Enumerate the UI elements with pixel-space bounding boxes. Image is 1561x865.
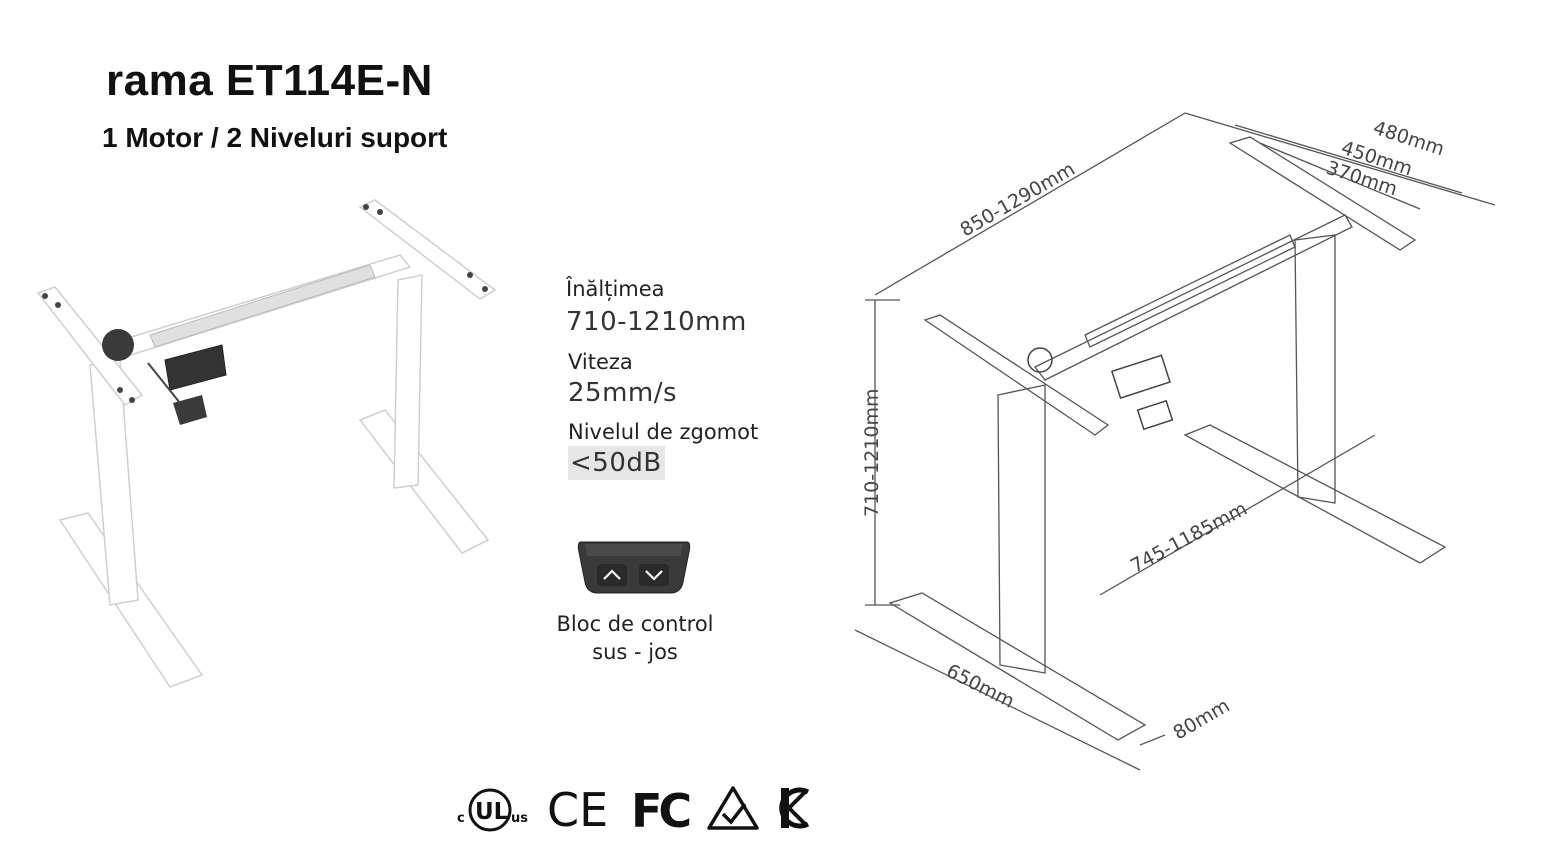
dim-foot-width: 80mm xyxy=(1170,695,1234,745)
dim-height-range: 710-1210mm xyxy=(861,389,883,518)
motor-icon xyxy=(102,329,134,361)
cul-us-icon: UL c us xyxy=(457,788,528,832)
kc-icon xyxy=(779,787,810,829)
svg-text:UL: UL xyxy=(475,799,509,825)
control-keypad xyxy=(577,541,691,594)
product-title: rama ET114E-N xyxy=(106,56,433,105)
control-box-icon xyxy=(164,344,227,391)
dim-inner-range: 745-1185mm xyxy=(1127,498,1251,578)
speed-value: 25mm/s xyxy=(568,378,678,408)
chevron-down-icon xyxy=(645,570,663,581)
desk-frame-photo xyxy=(36,199,497,688)
dim-width-range: 850-1290mm xyxy=(957,158,1079,241)
chevron-up-icon xyxy=(603,569,621,580)
fc-icon: FC xyxy=(631,784,689,837)
height-value: 710-1210mm xyxy=(566,307,747,337)
rcm-icon xyxy=(707,786,759,830)
certification-marks: UL c us CE FC xyxy=(457,783,810,837)
dim-foot-length: 650mm xyxy=(943,660,1018,713)
noise-value: <50dB xyxy=(568,446,665,480)
hand-switch-icon xyxy=(173,395,207,425)
height-label: Înălțimea xyxy=(566,277,665,301)
svg-text:c: c xyxy=(457,811,465,826)
ce-icon: CE xyxy=(547,783,608,837)
svg-text:us: us xyxy=(511,811,528,826)
control-caption-line1: Bloc de control xyxy=(556,612,714,636)
control-caption: Bloc de control sus - jos xyxy=(540,610,730,666)
speed-label: Viteza xyxy=(568,350,633,374)
control-caption-line2: sus - jos xyxy=(592,640,678,664)
product-subtitle: 1 Motor / 2 Niveluri suport xyxy=(102,122,448,153)
noise-label: Nivelul de zgomot xyxy=(568,420,759,444)
dimension-drawing: 850-1290mm 480mm 450mm 370mm 710-1210mm … xyxy=(854,112,1496,771)
